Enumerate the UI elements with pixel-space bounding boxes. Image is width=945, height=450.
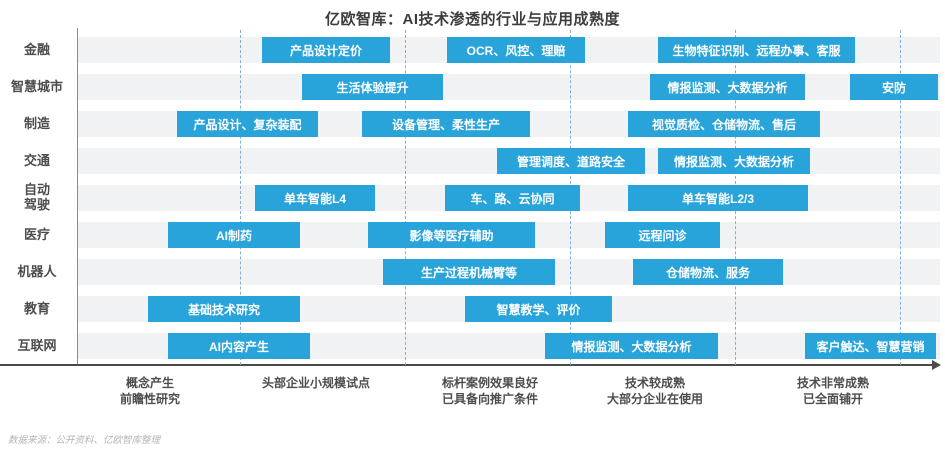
industry-label: 机器人 xyxy=(17,263,57,279)
industry-label: 自动驾驶 xyxy=(23,182,50,212)
application-bar: 单车智能L2/3 xyxy=(628,185,808,211)
industry-label: 智慧城市 xyxy=(10,78,63,94)
application-bar: 基础技术研究 xyxy=(148,296,300,322)
application-bar: 情报监测、大数据分析 xyxy=(545,333,718,359)
row-stripe xyxy=(78,74,940,100)
application-bar: AI内容产生 xyxy=(168,333,310,359)
application-bar: 管理调度、道路安全 xyxy=(497,148,645,174)
application-bar: 远程问诊 xyxy=(605,222,720,248)
application-bar: AI制药 xyxy=(168,222,300,248)
application-bar: OCR、风控、理赔 xyxy=(447,37,585,63)
application-bar: 生活体验提升 xyxy=(302,74,443,100)
stage-divider-line xyxy=(240,30,241,365)
industry-label: 交通 xyxy=(23,152,50,168)
chart-title: 亿欧智库：AI技术渗透的行业与应用成熟度 xyxy=(324,11,620,28)
stage-label: 标杆案例效果良好已具备向推广条件 xyxy=(441,376,539,406)
stage-label: 技术非常成熟已全面铺开 xyxy=(796,376,870,406)
application-bar: 车、路、云协同 xyxy=(445,185,580,211)
application-bar: 安防 xyxy=(850,74,938,100)
x-axis-line xyxy=(0,364,934,366)
application-bar: 情报监测、大数据分析 xyxy=(650,74,805,100)
industry-label: 医疗 xyxy=(23,226,50,242)
industry-label: 金融 xyxy=(23,41,50,57)
application-bar: 单车智能L4 xyxy=(255,185,375,211)
stage-divider-line xyxy=(405,30,406,365)
application-bar: 生物特征识别、远程办事、客服 xyxy=(658,37,855,63)
application-bar: 情报监测、大数据分析 xyxy=(658,148,810,174)
application-bar: 设备管理、柔性生产 xyxy=(362,111,530,137)
stage-label: 技术较成熟大部分企业在使用 xyxy=(606,376,704,406)
application-bar: 产品设计定价 xyxy=(262,37,390,63)
application-bar: 智慧教学、评价 xyxy=(465,296,612,322)
industry-label: 制造 xyxy=(23,115,50,131)
application-bar: 影像等医疗辅助 xyxy=(368,222,535,248)
stage-divider-line xyxy=(900,30,901,365)
x-axis-arrow-icon xyxy=(932,360,941,370)
stage-label: 头部企业小规模试点 xyxy=(261,376,371,390)
application-bar: 客户触达、智慧营销 xyxy=(805,333,936,359)
application-bar: 仓储物流、服务 xyxy=(633,259,783,285)
stage-label: 概念产生前瞻性研究 xyxy=(119,376,181,406)
application-bar: 视觉质检、仓储物流、售后 xyxy=(628,111,820,137)
y-axis-line xyxy=(77,28,78,365)
industry-label: 教育 xyxy=(23,300,50,316)
industry-label: 互联网 xyxy=(17,337,57,353)
application-bar: 产品设计、复杂装配 xyxy=(177,111,318,137)
data-source-note: 数据来源：公开资料、亿欧智库整理 xyxy=(8,435,161,446)
application-bar: 生产过程机械臂等 xyxy=(383,259,555,285)
